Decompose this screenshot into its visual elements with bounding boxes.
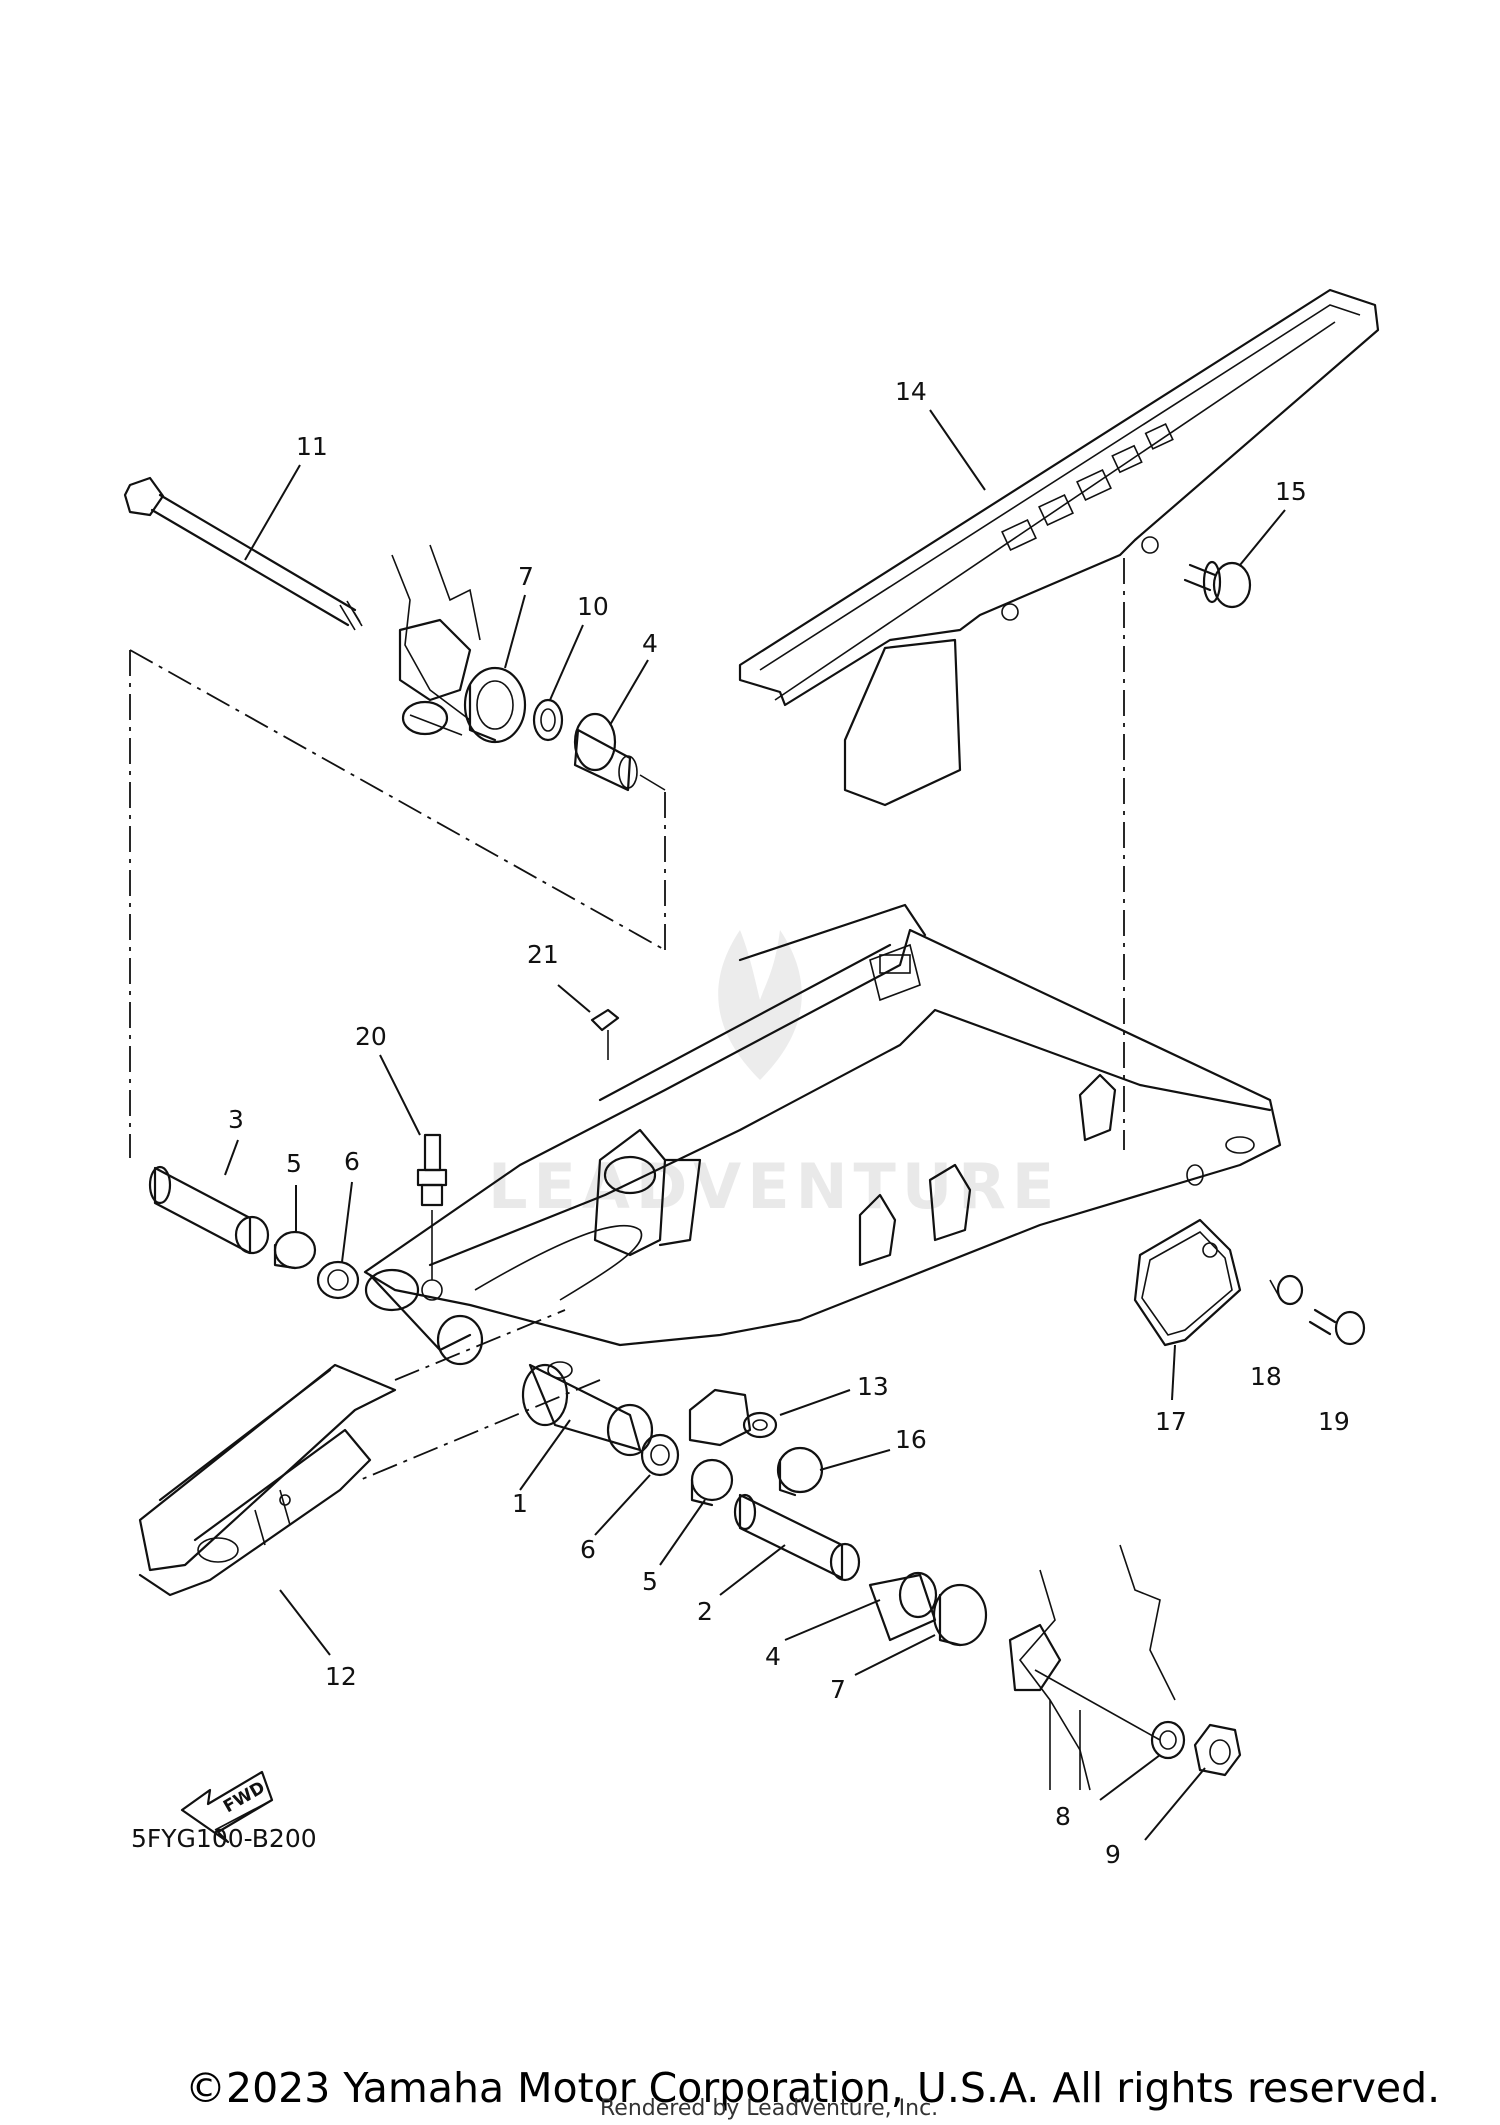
- bushing-2: [733, 1493, 861, 1582]
- callout-4-lower: 4: [765, 1642, 781, 1671]
- diagram-code: 5FYG100-B200: [131, 1824, 317, 1853]
- swingarm-pivot-tube-left: [364, 1268, 484, 1366]
- nut-11: [1193, 1723, 1242, 1777]
- callout-10: 8: [1055, 1802, 1071, 1831]
- seal-6-right: [640, 1433, 680, 1477]
- chain-guard-12: [738, 288, 1380, 807]
- bolt-16: [776, 1446, 824, 1497]
- callout-5-upper: 5: [286, 1149, 302, 1178]
- callout-18: 18: [1250, 1362, 1282, 1391]
- collar-7-lower: [932, 1583, 988, 1647]
- callout-21: 21: [527, 940, 559, 969]
- bolt-13: [1183, 560, 1252, 609]
- bushing-5-right: [690, 1458, 734, 1507]
- swingarm-pivot-tube-1: [521, 1361, 654, 1457]
- washer-8: [532, 698, 564, 742]
- bolt-19: [1308, 1308, 1366, 1346]
- grease-nipple-20: [416, 1133, 448, 1280]
- bushing-5-left: [273, 1230, 317, 1270]
- callout-labels: 11 7 10 4 14 15 21 20 3 5 6 1 6 5 2 4 7 …: [228, 377, 1350, 1869]
- callout-14: 12: [325, 1662, 357, 1691]
- callout-2: 2: [697, 1597, 713, 1626]
- callout-16: 16: [895, 1425, 927, 1454]
- frame-bracket-upper: [391, 544, 481, 736]
- callout-7-lower: 7: [830, 1675, 846, 1704]
- bushing-4-lower: [868, 1571, 938, 1642]
- callout-12: 14: [895, 377, 927, 406]
- pivot-shaft-9: [123, 476, 363, 631]
- callout-15: 13: [857, 1372, 889, 1401]
- copyright-notice: ©2023 Yamaha Motor Corporation, U.S.A. A…: [185, 2064, 1441, 2112]
- frame-bracket-lower: [1008, 1544, 1176, 1791]
- callout-3: 3: [228, 1105, 244, 1134]
- bushing-4-upper: [573, 712, 666, 792]
- callout-1: 1: [512, 1489, 528, 1518]
- watermark-flame-icon: [718, 930, 802, 1080]
- label-21: [590, 1008, 620, 1060]
- washer-15: [742, 1411, 778, 1439]
- collar-18: [1269, 1274, 1304, 1306]
- swingarm-body: [363, 903, 1282, 1447]
- callout-11: 9: [1105, 1840, 1121, 1869]
- seal-6-left: [316, 1260, 360, 1300]
- callout-6-lower: 6: [580, 1535, 596, 1564]
- callout-6-upper: 6: [344, 1147, 360, 1176]
- callout-5-lower: 5: [642, 1567, 658, 1596]
- leader-lines: [224, 409, 1286, 1841]
- washer-10: [1150, 1720, 1186, 1760]
- callout-8: 10: [577, 592, 609, 621]
- bushing-3: [148, 1165, 270, 1255]
- callout-19: 19: [1318, 1407, 1350, 1436]
- chain-slider-14: [138, 1363, 397, 1597]
- callout-17: 17: [1155, 1407, 1187, 1436]
- callout-13: 15: [1275, 477, 1307, 506]
- watermark-text: LEADVENTURE: [488, 1150, 1060, 1223]
- rendered-by-credit: Rendered by LeadVenture, Inc.: [600, 2096, 939, 2121]
- callout-9: 11: [296, 432, 328, 461]
- callout-7-upper: 7: [518, 562, 534, 591]
- collar-7-upper: [463, 666, 527, 744]
- callout-20: 20: [355, 1022, 387, 1051]
- callout-4-upper: 4: [642, 629, 658, 658]
- plate-17: [1133, 1218, 1242, 1347]
